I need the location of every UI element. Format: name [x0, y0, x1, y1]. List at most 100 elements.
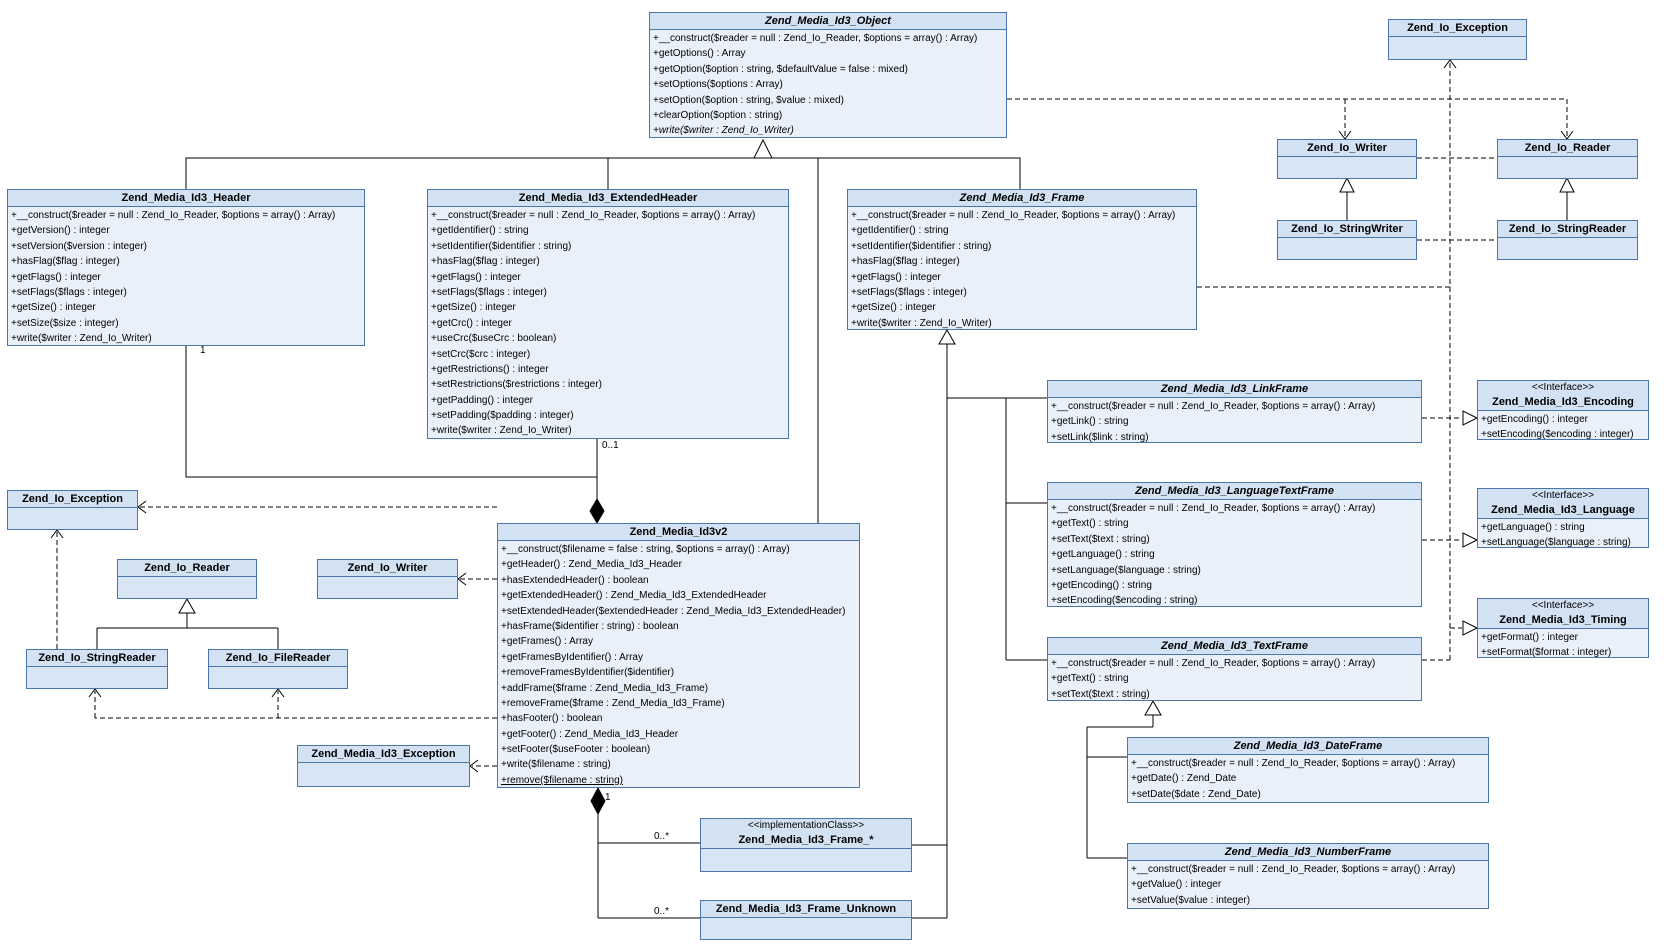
multiplicity-frames: 1 — [605, 792, 611, 803]
empty-compartment — [318, 577, 457, 598]
class-title: Zend_Media_Id3_LinkFrame — [1048, 381, 1421, 398]
method-row: +getPadding() : integer — [431, 394, 534, 406]
method-row: +setLink($link : string) — [1051, 431, 1149, 443]
class-frame-unknown: Zend_Media_Id3_Frame_Unknown — [700, 900, 912, 940]
stereotype-label: <<implementationClass>> — [701, 819, 911, 832]
method-row: +removeFramesByIdentifier($identifier) — [501, 667, 675, 679]
method-row: +getExtendedHeader() : Zend_Media_Id3_Ex… — [501, 590, 767, 602]
class-title: Zend_Media_Id3_Frame_* — [701, 832, 911, 849]
empty-compartment — [298, 763, 469, 786]
method-row: +setDate($date : Zend_Date) — [1131, 788, 1261, 800]
method-row: +clearOption($option : string) — [653, 109, 783, 121]
method-row: +getFramesByIdentifier() : Array — [501, 651, 643, 663]
method-row: +removeFrame($frame : Zend_Media_Id3_Fra… — [501, 697, 725, 709]
empty-compartment — [1278, 238, 1416, 259]
method-row: +setFormat($format : integer) — [1481, 647, 1612, 659]
class-io-string-reader-l: Zend_Io_StringReader — [26, 649, 168, 689]
class-encoding: <<Interface>>Zend_Media_Id3_Encoding+get… — [1477, 380, 1649, 440]
methods-compartment: +getEncoding() : integer+setEncoding($en… — [1478, 411, 1648, 443]
method-row: +setIdentifier($identifier : string) — [431, 240, 572, 252]
class-title: Zend_Io_Exception — [1389, 20, 1526, 37]
method-row: +__construct($reader = null : Zend_Io_Re… — [1131, 758, 1456, 769]
methods-compartment: +__construct($reader = null : Zend_Io_Re… — [428, 207, 788, 439]
class-title: Zend_Media_Id3_Frame_Unknown — [701, 901, 911, 918]
class-title: Zend_Media_Id3_Timing — [1478, 612, 1648, 629]
method-row: +getFlags() : integer — [431, 271, 521, 283]
class-title: Zend_Io_Exception — [8, 491, 137, 508]
methods-compartment: +__construct($reader = null : Zend_Io_Re… — [8, 207, 364, 347]
method-row: +getFooter() : Zend_Media_Id3_Header — [501, 728, 679, 740]
method-row: +useCrc($useCrc : boolean) — [431, 333, 557, 345]
class-io-reader-l: Zend_Io_Reader — [117, 559, 257, 599]
class-io-exception-tr: Zend_Io_Exception — [1388, 19, 1527, 60]
method-row: +getFlags() : integer — [851, 271, 941, 283]
method-row: +setEncoding($encoding : string) — [1051, 595, 1198, 607]
multiplicity-extendedheader: 0..1 — [602, 440, 619, 451]
method-row: +getIdentifier() : string — [431, 225, 529, 237]
method-row: +getSize() : integer — [11, 302, 96, 314]
class-title: Zend_Media_Id3_Language — [1478, 502, 1648, 519]
method-row: +getFormat() : integer — [1481, 632, 1578, 643]
class-language: <<Interface>>Zend_Media_Id3_Language+get… — [1477, 488, 1649, 548]
class-title: Zend_Io_Reader — [1498, 140, 1637, 157]
class-io-writer-tr: Zend_Io_Writer — [1277, 139, 1417, 179]
class-frame-star: <<implementationClass>>Zend_Media_Id3_Fr… — [700, 818, 912, 872]
method-row: +getLanguage() : string — [1481, 522, 1585, 533]
method-row: +getOptions() : Array — [653, 48, 746, 60]
method-row: +__construct($filename = false : string,… — [501, 544, 790, 555]
method-row: +setExtendedHeader($extendedHeader : Zen… — [501, 605, 846, 617]
class-link-frame: Zend_Media_Id3_LinkFrame +__construct($re… — [1047, 380, 1422, 443]
method-row: +write($writer : Zend_Io_Writer) — [653, 125, 794, 137]
class-extended-header: Zend_Media_Id3_ExtendedHeader +__construc… — [427, 189, 789, 439]
method-row: +getCrc() : integer — [431, 317, 512, 329]
methods-compartment: +__construct($filename = false : string,… — [498, 541, 859, 788]
method-row: +setFlags($flags : integer) — [11, 286, 127, 298]
class-io-string-writer-tr: Zend_Io_StringWriter — [1277, 220, 1417, 260]
method-row: +remove($filename : string) — [501, 774, 623, 786]
class-title: Zend_Media_Id3_Encoding — [1478, 394, 1648, 411]
method-row: +setText($text : string) — [1051, 533, 1150, 545]
class-title: Zend_Io_Reader — [118, 560, 256, 577]
class-id3-exception: Zend_Media_Id3_Exception — [297, 745, 470, 787]
methods-compartment: +__construct($reader = null : Zend_Io_Re… — [1048, 500, 1421, 609]
multiplicity-frame-unknown: 0..* — [654, 906, 670, 917]
methods-compartment: +__construct($reader = null : Zend_Io_Re… — [1128, 755, 1488, 802]
empty-compartment — [1498, 157, 1637, 178]
stereotype-label: <<Interface>> — [1478, 381, 1648, 394]
class-title: Zend_Media_Id3_Header — [8, 190, 364, 207]
method-row: +setLanguage($language : string) — [1481, 537, 1631, 549]
class-title: Zend_Media_Id3_ExtendedHeader — [428, 190, 788, 207]
method-row: +getIdentifier() : string — [851, 225, 949, 237]
class-frame: Zend_Media_Id3_Frame+__construct($reader… — [847, 189, 1197, 330]
method-row: +__construct($reader = null : Zend_Io_Re… — [1131, 864, 1456, 875]
methods-compartment: +getLanguage() : string +setLanguage($lan… — [1478, 519, 1648, 551]
method-row: +__construct($reader = null : Zend_Io_Re… — [1051, 658, 1376, 669]
class-language-text-frame: Zend_Media_Id3_LanguageTextFrame+__const… — [1047, 482, 1422, 607]
class-io-reader-tr: Zend_Io_Reader — [1497, 139, 1638, 179]
class-object: Zend_Media_Id3_Object+__construct($reade… — [649, 12, 1007, 138]
method-row: +setOptions($options : Array) — [653, 79, 783, 91]
method-row: +getVersion() : integer — [11, 225, 110, 237]
class-id3v2: Zend_Media_Id3v2+__construct($filename =… — [497, 523, 860, 788]
method-row: +hasFlag($flag : integer) — [11, 256, 120, 268]
method-row: +__construct($reader = null : Zend_Io_Re… — [431, 210, 756, 221]
method-row: +setCrc($crc : integer) — [431, 348, 531, 360]
method-row: +__construct($reader = null : Zend_Io_Re… — [1051, 503, 1376, 514]
class-title: Zend_Io_Writer — [1278, 140, 1416, 157]
empty-compartment — [1278, 157, 1416, 178]
class-title: Zend_Media_Id3_Object — [650, 13, 1006, 30]
method-row: +setFooter($useFooter : boolean) — [501, 744, 651, 756]
empty-compartment — [701, 849, 911, 871]
method-row: +__construct($reader = null : Zend_Io_Re… — [1051, 401, 1376, 412]
method-row: +write($writer : Zend_Io_Writer) — [851, 317, 992, 329]
method-row: +getRestrictions() : integer — [431, 363, 549, 375]
class-title: Zend_Media_Id3_NumberFrame — [1128, 844, 1488, 861]
method-row: +setText($text : string) — [1051, 688, 1150, 700]
method-row: +getText() : string — [1051, 518, 1129, 530]
class-io-writer-l: Zend_Io_Writer — [317, 559, 458, 599]
class-io-file-reader-l: Zend_Io_FileReader — [208, 649, 348, 689]
method-row: +getHeader() : Zend_Media_Id3_Header — [501, 559, 682, 571]
methods-compartment: +getFormat() : integer +setFormat($format… — [1478, 629, 1648, 661]
